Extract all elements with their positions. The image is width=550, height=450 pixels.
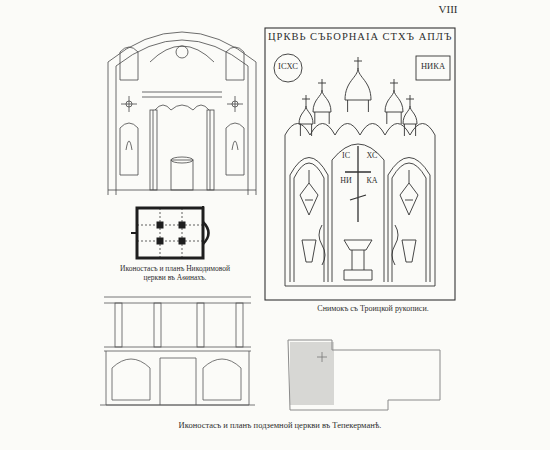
manuscript-drawing-stroke bbox=[294, 163, 324, 282]
manuscript-drawing-stroke bbox=[319, 225, 398, 265]
athens-iconostasis-stroke bbox=[121, 96, 137, 112]
manuscript-drawing-stroke bbox=[332, 144, 384, 282]
tepekerman-iconostasis-stroke bbox=[104, 297, 251, 303]
manuscript-monogram: НИ bbox=[339, 176, 353, 185]
athens-plan-stroke bbox=[179, 222, 185, 228]
manuscript-drawing-stroke-stroke bbox=[345, 57, 371, 112]
tepekerman-plan-stroke bbox=[288, 340, 440, 410]
tepekerman-iconostasis-stroke bbox=[112, 359, 150, 400]
manuscript-drawing-stroke-stroke bbox=[385, 79, 403, 124]
athens-plan-stroke bbox=[179, 238, 185, 244]
tepekerman-iconostasis-stroke bbox=[106, 351, 249, 405]
athens-iconostasis-stroke bbox=[120, 123, 138, 175]
figure-caption: Иконостасъ и планъ Никодимовой церкви въ… bbox=[116, 265, 234, 282]
athens-plan-stroke bbox=[131, 206, 203, 233]
manuscript-drawing-stroke bbox=[285, 124, 435, 136]
athens-iconostasis-stroke bbox=[142, 92, 222, 97]
manuscript-drawing-stroke bbox=[300, 170, 318, 215]
tepekerman-iconostasis-stroke bbox=[236, 303, 243, 347]
manuscript-drawing-stroke-stroke bbox=[403, 95, 417, 136]
athens-plan bbox=[131, 206, 209, 258]
tepekerman-iconostasis-stroke bbox=[115, 303, 122, 347]
tepekerman-plan-stroke bbox=[317, 352, 327, 362]
athens-iconostasis-stroke bbox=[126, 141, 238, 150]
athens-iconostasis-stroke bbox=[108, 190, 256, 191]
manuscript-drawing-stroke bbox=[285, 135, 435, 286]
tepekerman-iconostasis-stroke bbox=[154, 303, 161, 347]
tepekerman-plan-stroke bbox=[290, 342, 334, 405]
athens-iconostasis-stroke bbox=[227, 96, 243, 112]
manuscript-drawing-stroke bbox=[416, 56, 450, 80]
athens-iconostasis bbox=[108, 32, 256, 195]
athens-iconostasis-stroke bbox=[171, 157, 193, 163]
athens-iconostasis-stroke bbox=[150, 110, 157, 190]
manuscript-monogram: ХС bbox=[364, 151, 380, 160]
tepekerman-iconostasis bbox=[100, 297, 255, 405]
athens-iconostasis-stroke bbox=[207, 110, 214, 190]
manuscript-drawing-stroke bbox=[392, 163, 426, 282]
plate-number: VIII bbox=[428, 3, 468, 16]
manuscript-monogram: КА bbox=[364, 176, 380, 185]
manuscript-monogram: ІСХС bbox=[276, 62, 300, 72]
athens-iconostasis-stroke bbox=[226, 123, 244, 175]
manuscript-monogram: ІС bbox=[339, 151, 353, 160]
athens-iconostasis-stroke bbox=[171, 160, 193, 190]
athens-plan-stroke bbox=[203, 222, 209, 244]
manuscript-drawing bbox=[265, 28, 455, 300]
tepekerman-iconostasis-stroke bbox=[100, 405, 255, 406]
manuscript-drawing-stroke bbox=[302, 240, 416, 262]
figure-caption: Снимокъ съ Троицкой рукописи. bbox=[280, 304, 466, 313]
tepekerman-iconostasis-stroke bbox=[197, 303, 204, 347]
athens-iconostasis-stroke bbox=[155, 105, 209, 110]
manuscript-monogram: НИКА bbox=[418, 62, 448, 72]
athens-plan-stroke bbox=[137, 208, 203, 258]
athens-iconostasis-stroke bbox=[120, 47, 138, 80]
athens-plan-stroke bbox=[137, 208, 203, 258]
athens-iconostasis-stroke bbox=[153, 110, 210, 190]
athens-iconostasis-stroke bbox=[116, 40, 248, 195]
tepekerman-plan bbox=[288, 340, 440, 410]
athens-iconostasis-stroke bbox=[226, 47, 244, 80]
manuscript-drawing-stroke bbox=[400, 170, 418, 215]
athens-iconostasis-stroke bbox=[150, 46, 214, 62]
manuscript-drawing-stroke-stroke bbox=[313, 79, 331, 124]
athens-iconostasis-stroke bbox=[176, 46, 188, 58]
athens-plan-stroke bbox=[157, 238, 163, 244]
tepekerman-iconostasis-stroke bbox=[203, 359, 241, 400]
manuscript-drawing-stroke bbox=[290, 158, 328, 283]
manuscript-drawing-stroke-stroke bbox=[299, 95, 313, 136]
tepekerman-iconostasis-stroke bbox=[104, 347, 251, 351]
manuscript-drawing-stroke bbox=[265, 28, 455, 300]
manuscript-inscription: ЦРКВЬ СЪБОРНАІА СТХЪ АПЛЪ bbox=[268, 31, 452, 43]
manuscript-drawing-stroke bbox=[274, 54, 302, 82]
tepekerman-iconostasis-stroke bbox=[160, 358, 196, 405]
manuscript-drawing-stroke bbox=[344, 240, 372, 280]
athens-iconostasis-stroke bbox=[108, 32, 256, 195]
figure-caption: Иконостасъ и планъ подземной церкви въ Т… bbox=[120, 421, 440, 431]
athens-plan-stroke bbox=[157, 222, 163, 228]
